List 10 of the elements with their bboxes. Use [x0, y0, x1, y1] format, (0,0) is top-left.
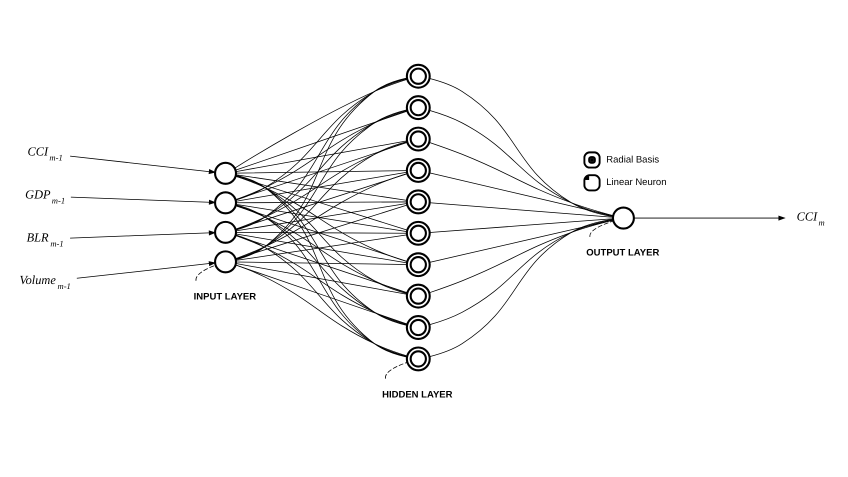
node-text: BLR$_{m-1}$	[26, 230, 64, 248]
node-text: GDP$_{m-1}$	[25, 186, 66, 205]
node-text: OUTPUT LAYER	[586, 247, 660, 258]
node-text: CCI$_{m}$	[796, 208, 825, 227]
legend-label: Radial Basis	[606, 154, 660, 165]
node-text: INPUT LAYER	[194, 290, 256, 302]
legend-label: Linear Neuron	[606, 176, 666, 188]
node-text: CCI$_{m-1}$	[28, 144, 63, 162]
node-text: Volume$_{m-1}$	[19, 272, 71, 291]
node-text: HIDDEN LAYER	[382, 388, 453, 400]
